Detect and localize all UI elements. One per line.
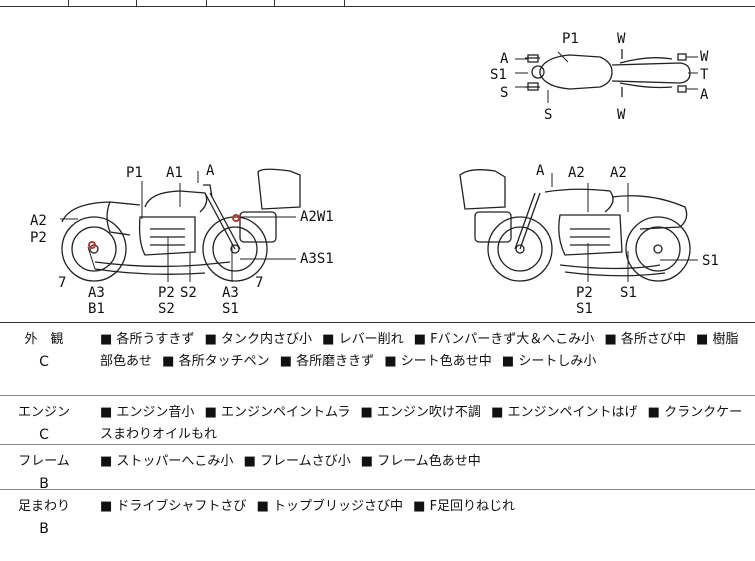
issue-item: タンク内さび小 [205,332,312,347]
label-s1-mid: S1 [222,301,239,317]
motorcycle-diagram-svg: P1 W A S1 S S W W T A P1 A1 A A2 P2 A2W1… [30,31,719,317]
row-items: 各所うすきず タンク内さび小 レバー削れ Fバンパーきず大＆へこみ小 各所さび中… [100,329,745,373]
issue-item: トップブリッジさび中 [257,499,403,514]
label-p1-top: P1 [562,31,579,47]
top-view-motorcycle [525,49,691,97]
row-name: フレーム B [4,451,84,495]
row-grade: B [39,476,49,492]
damage-marker [232,214,240,222]
left-side-motorcycle [61,168,301,282]
label-t-right: T [700,67,709,83]
label-s1-right-view-bottom: S1 [576,301,593,317]
label-a2-right-view-left: A2 [568,165,585,181]
issue-item: エンジンペイントはげ [491,405,637,420]
label-7-right: 7 [255,275,263,291]
row-items: ドライブシャフトさび トップブリッジさび中 F足回りねじれ [100,496,745,518]
label-s1-topleft: S1 [490,67,507,83]
row-name: 外 観 C [4,329,84,373]
label-7-left: 7 [58,275,66,291]
label-w-bottom: W [617,107,626,123]
condition-row-suspension: 足まわり B ドライブシャフトさび トップブリッジさび中 F足回りねじれ [0,490,755,560]
issue-item: シート色あせ中 [384,354,491,369]
label-b1: B1 [88,301,105,317]
label-a-left: A [206,163,215,179]
row-grade: C [39,427,49,443]
row-name: エンジン C [4,402,84,446]
label-a3-left: A3 [88,285,105,301]
row-grade: B [39,521,49,537]
column-divider [68,0,69,6]
issue-item: 各所うすきず [100,332,194,347]
issue-item: フレーム色あせ中 [361,454,481,469]
row-name: 足まわり B [4,496,84,540]
label-w-top: W [617,31,626,47]
row-category: 外 観 [24,332,64,347]
damage-marker [88,241,96,249]
label-p2-bottom: P2 [158,285,175,301]
issue-item: Fバンパーきず大＆へこみ小 [414,332,595,347]
label-a2-left: A2 [30,213,47,229]
issue-item: 各所磨ききず [280,354,374,369]
label-p1-left: P1 [126,165,143,181]
label-s2-mid: S2 [180,285,197,301]
label-a2-right-view-right: A2 [610,165,627,181]
label-w-right: W [700,49,709,65]
label-s1-right-view-mid: S1 [620,285,637,301]
top-table-edge [0,0,755,7]
issue-item: フレームさび小 [244,454,351,469]
row-category: フレーム [18,454,70,469]
issue-item: ストッパーへこみ小 [100,454,233,469]
row-category: 足まわり [17,499,70,514]
label-a-topleft: A [500,51,509,67]
row-items: エンジン音小 エンジンペイントムラ エンジン吹け不調 エンジンペイントはげ クラ… [100,402,745,446]
label-a-right-view: A [536,163,545,179]
row-items: ストッパーへこみ小 フレームさび小 フレーム色あせ中 [100,451,745,473]
condition-row-frame: フレーム B ストッパーへこみ小 フレームさび小 フレーム色あせ中 [0,445,755,492]
leader-lines [60,51,698,282]
label-p2-right-view: P2 [576,285,593,301]
column-divider [206,0,207,6]
right-side-motorcycle [459,169,691,282]
column-divider [136,0,137,6]
issue-item: F足回りねじれ [413,499,515,514]
issue-item: 各所さび中 [604,332,685,347]
issue-item: 各所タッチペン [162,354,269,369]
row-grade: C [39,354,49,370]
label-s-topleft: S [500,85,508,101]
label-s1-right-view: S1 [702,253,719,269]
label-s2-bottom: S2 [158,301,175,317]
column-divider [274,0,275,6]
label-a-right: A [700,87,709,103]
issue-item: エンジン吹け不調 [361,405,481,420]
issue-item: レバー削れ [322,332,403,347]
column-divider [344,0,345,6]
condition-row-exterior: 外 観 C 各所うすきず タンク内さび小 レバー削れ Fバンパーきず大＆へこみ小… [0,323,755,396]
label-p2-left: P2 [30,230,47,246]
condition-row-engine: エンジン C エンジン音小 エンジンペイントムラ エンジン吹け不調 エンジンペイ… [0,396,755,445]
label-a3s1-right: A3S1 [300,251,334,267]
label-a3-mid: A3 [222,285,239,301]
issue-item: エンジン音小 [100,405,194,420]
row-category: エンジン [17,405,70,420]
issue-item: シートしみ小 [502,354,596,369]
issue-item: エンジンペイントムラ [205,405,351,420]
damage-diagram: P1 W A S1 S S W W T A P1 A1 A A2 P2 A2W1… [0,7,755,323]
issue-item: ドライブシャフトさび [100,499,246,514]
label-s-bottom: S [544,107,552,123]
label-a2w1: A2W1 [300,209,334,225]
label-a1: A1 [166,165,183,181]
